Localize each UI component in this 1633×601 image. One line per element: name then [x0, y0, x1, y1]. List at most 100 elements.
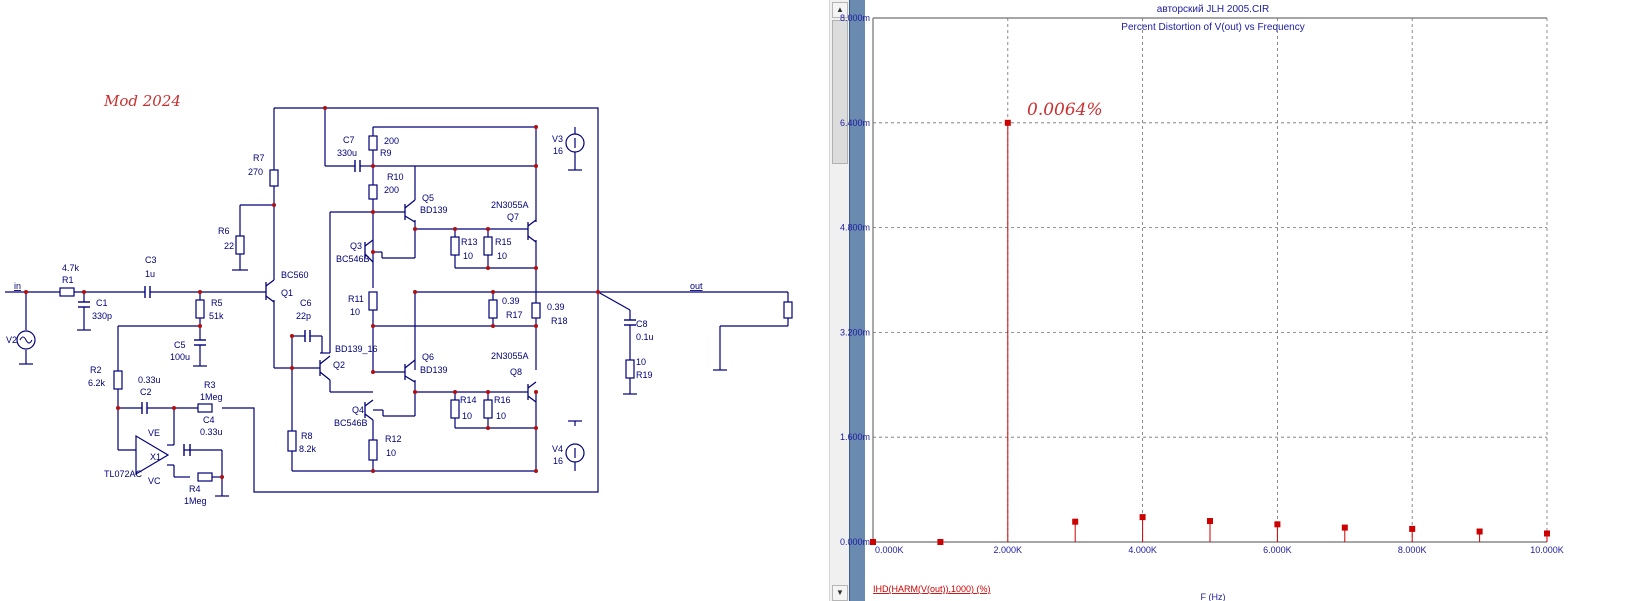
peak-annotation: 0.0064%	[1027, 100, 1103, 120]
r18-value: 0.39	[547, 302, 565, 312]
r15-label: R15	[495, 237, 512, 247]
q6-label: Q6	[422, 352, 434, 362]
q1-label: Q1	[281, 288, 293, 298]
q5-type: BD139	[420, 205, 448, 215]
x1-vc: VC	[148, 476, 161, 486]
c4-label: C4	[203, 415, 215, 425]
c8-label: C8	[636, 319, 648, 329]
r10-label: R10	[387, 172, 404, 182]
r10-value: 200	[384, 185, 399, 195]
x1-ve: VE	[148, 428, 160, 438]
c7-label: C7	[343, 135, 355, 145]
c5-label: C5	[174, 340, 186, 350]
q3-label: Q3	[350, 241, 362, 251]
q1-type: BC560	[281, 270, 309, 280]
y-tick-label: 8.000m	[840, 13, 870, 23]
harmonic-marker	[870, 539, 876, 545]
q4-type: BC546B	[334, 418, 368, 428]
q8-label: Q8	[510, 367, 522, 377]
harmonic-marker	[1139, 514, 1146, 521]
r12-value: 10	[386, 448, 396, 458]
scroll-up-icon[interactable]: ▲	[832, 2, 848, 18]
y-tick-label: 4.800m	[840, 223, 870, 233]
scroll-thumb[interactable]	[832, 20, 848, 164]
plot-title: Percent Distortion of V(out) vs Frequenc…	[1121, 22, 1304, 33]
r13-value: 10	[463, 251, 473, 261]
r9-label: R9	[380, 148, 392, 158]
y-tick-label: 3.200m	[840, 327, 870, 337]
r15-value: 10	[497, 251, 507, 261]
q4-label: Q4	[352, 405, 364, 415]
v4-value: 16	[553, 456, 563, 466]
v3-label: V3	[552, 134, 563, 144]
q7-type: 2N3055A	[491, 200, 529, 210]
harmonic-marker	[1476, 528, 1483, 535]
harmonic-marker	[1207, 518, 1213, 525]
r18-label: R18	[551, 316, 568, 326]
c3-value: 1u	[145, 269, 155, 279]
x-tick-label: 0.000K	[875, 545, 904, 555]
scroll-down-icon[interactable]: ▼	[832, 585, 848, 601]
r6-label: R6	[218, 226, 230, 236]
x-tick-label: 8.000K	[1398, 545, 1427, 555]
r16-label: R16	[494, 395, 511, 405]
pane-splitter[interactable]	[849, 0, 866, 601]
r19-value: 10	[636, 357, 646, 367]
q5-label: Q5	[422, 193, 434, 203]
harmonic-marker	[1072, 518, 1079, 525]
c2-value: 0.33u	[138, 375, 161, 385]
r6-value: 22	[224, 241, 234, 251]
r1-label: R1	[62, 275, 74, 285]
c1-value: 330p	[92, 311, 112, 321]
y-tick-label: 0.000m	[840, 537, 870, 547]
v2-label: V2	[6, 335, 17, 345]
schematic-canvas[interactable]: Mod 2024 in out 4.7k R1 C3 1u C1 330p V2…	[0, 0, 829, 601]
x1-label: X1	[150, 452, 161, 462]
r11-label: R11	[348, 294, 364, 304]
r16-value: 10	[496, 411, 506, 421]
y-tick-label: 6.400m	[840, 118, 870, 128]
q2-label: Q2	[333, 360, 345, 370]
r11-value: 10	[350, 307, 360, 317]
c2-label: C2	[140, 387, 152, 397]
c1-label: C1	[96, 298, 108, 308]
mod-note: Mod 2024	[103, 92, 181, 110]
q8-type: 2N3055A	[491, 351, 529, 361]
r1-value: 4.7k	[62, 263, 80, 273]
x-tick-label: 4.000K	[1128, 545, 1157, 555]
r2-value: 6.2k	[88, 378, 106, 388]
c4-value: 0.33u	[200, 427, 223, 437]
r13-label: R13	[461, 237, 478, 247]
distortion-plot[interactable]: авторский JLH 2005.CIR Percent Distortio…	[840, 0, 1633, 601]
harmonic-bars	[870, 119, 1550, 545]
r8-label: R8	[301, 431, 313, 441]
r5-value: 51k	[209, 311, 224, 321]
c6-value: 22p	[296, 311, 311, 321]
node-out-label: out	[690, 281, 703, 291]
r5-label: R5	[211, 298, 223, 308]
x-tick-label: 6.000K	[1263, 545, 1292, 555]
r17-label: R17	[506, 310, 523, 320]
c5-value: 100u	[170, 352, 190, 362]
c3-label: C3	[145, 255, 157, 265]
q7-label: Q7	[507, 212, 519, 222]
q2-type: BD139_16	[335, 344, 378, 354]
plot-window-title: авторский JLH 2005.CIR	[1157, 4, 1269, 15]
r8-value: 8.2k	[299, 444, 317, 454]
r9-value: 200	[384, 136, 399, 146]
y-tick-label: 1.600m	[840, 432, 870, 442]
v4-label: V4	[552, 444, 563, 454]
r7-label: R7	[253, 153, 265, 163]
expression-label[interactable]: IHD(HARM(V(out)),1000) (%)	[873, 584, 991, 594]
x-tick-label: 10.000K	[1530, 545, 1564, 555]
harmonic-marker	[1341, 524, 1348, 531]
r7-value: 270	[248, 167, 263, 177]
r12-label: R12	[385, 434, 402, 444]
node-in-label: in	[14, 281, 21, 291]
c7-value: 330u	[337, 148, 357, 158]
r3-label: R3	[204, 380, 216, 390]
r19-label: R19	[636, 370, 653, 380]
x-tick-label: 2.000K	[994, 545, 1023, 555]
schematic-vertical-scrollbar[interactable]: ▲ ▼	[829, 0, 849, 601]
c8-value: 0.1u	[636, 332, 654, 342]
